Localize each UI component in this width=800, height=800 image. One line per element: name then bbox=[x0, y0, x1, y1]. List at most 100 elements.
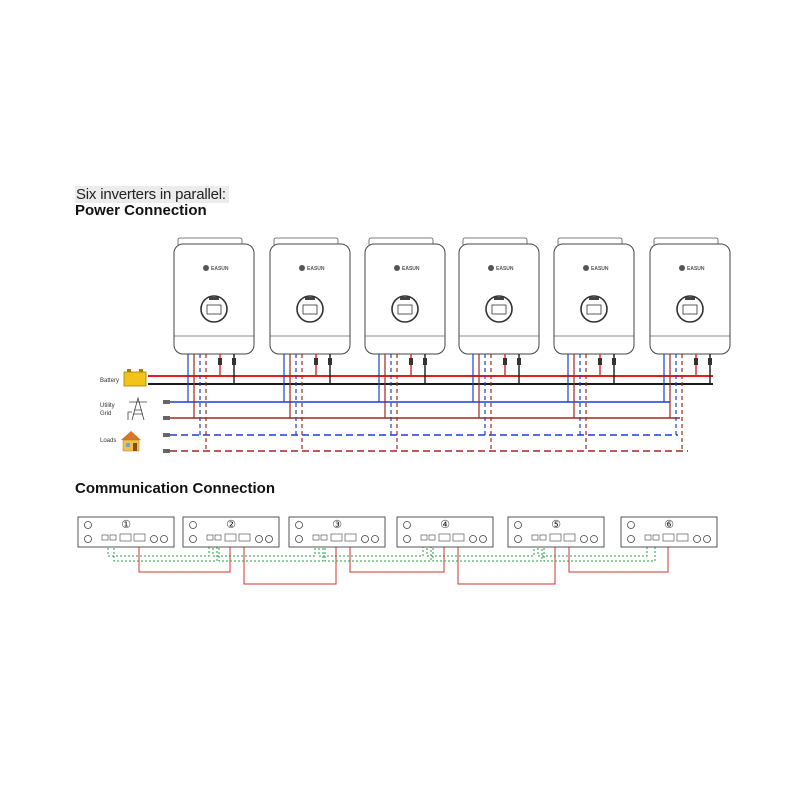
comm-panel bbox=[620, 516, 718, 548]
current-share-port-icon bbox=[652, 534, 660, 541]
port-circle-icon bbox=[580, 535, 588, 543]
utility-label-line2: Grid bbox=[100, 411, 111, 417]
communication-wires bbox=[107, 540, 669, 585]
comm-unit: ② bbox=[182, 516, 280, 548]
battery-terminal-icon bbox=[314, 358, 318, 365]
battery-terminal-icon bbox=[612, 358, 616, 365]
battery-terminal-icon bbox=[409, 358, 413, 365]
comm-panel bbox=[77, 516, 175, 548]
port-circle-icon bbox=[693, 535, 701, 543]
battery-terminal-icon bbox=[328, 358, 332, 365]
comm-unit-number: ③ bbox=[332, 518, 342, 531]
inverter-unit: EASUN bbox=[364, 237, 446, 355]
inverter-unit: EASUN bbox=[173, 237, 255, 355]
current-share-port-icon bbox=[539, 534, 547, 541]
inverter-lcd-screen bbox=[682, 304, 698, 315]
port-circle-icon bbox=[84, 521, 92, 529]
brand-logo-icon bbox=[583, 265, 589, 271]
parallel-port-icon bbox=[676, 533, 689, 542]
comm-panel bbox=[507, 516, 605, 548]
inverter-unit: EASUN bbox=[553, 237, 635, 355]
parallel-port-icon bbox=[662, 533, 675, 542]
loads-label: Loads bbox=[100, 438, 116, 444]
brand-logo-icon bbox=[679, 265, 685, 271]
current-share-port-icon bbox=[420, 534, 428, 541]
comm-unit: ⑥ bbox=[620, 516, 718, 548]
port-circle-icon bbox=[150, 535, 158, 543]
parallel-port-icon bbox=[452, 533, 465, 542]
comm-unit-number: ⑤ bbox=[551, 518, 561, 531]
current-share-port-icon bbox=[101, 534, 109, 541]
comm-unit-number: ② bbox=[226, 518, 236, 531]
comm-unit-number: ① bbox=[121, 518, 131, 531]
parallel-port-icon bbox=[238, 533, 251, 542]
inverter-brand-label: EASUN bbox=[496, 266, 514, 272]
port-circle-icon bbox=[627, 521, 635, 529]
utility-grid-icon bbox=[127, 396, 147, 421]
battery-terminal-icon bbox=[218, 358, 222, 365]
comm-panel bbox=[182, 516, 280, 548]
status-leds-icon bbox=[400, 297, 410, 300]
port-circle-icon bbox=[514, 535, 522, 543]
current-share-cable bbox=[113, 540, 218, 562]
battery-terminal-icon bbox=[423, 358, 427, 365]
port-circle-icon bbox=[627, 535, 635, 543]
inverter-brand-label: EASUN bbox=[402, 266, 420, 272]
port-circle-icon bbox=[703, 535, 711, 543]
port-circle-icon bbox=[403, 521, 411, 529]
port-circle-icon bbox=[295, 535, 303, 543]
power-buses bbox=[148, 375, 713, 452]
parallel-port-icon bbox=[119, 533, 132, 542]
port-circle-icon bbox=[84, 535, 92, 543]
inverter-lcd-screen bbox=[586, 304, 602, 315]
utility-n-plug-icon bbox=[163, 400, 170, 404]
current-share-cable bbox=[432, 540, 543, 562]
brand-logo-icon bbox=[394, 265, 400, 271]
status-leds-icon bbox=[685, 297, 695, 300]
inverter-unit: EASUN bbox=[458, 237, 540, 355]
current-share-cable bbox=[107, 540, 210, 557]
current-share-port-icon bbox=[531, 534, 539, 541]
battery-terminal-icon bbox=[708, 358, 712, 365]
brand-logo-icon bbox=[203, 265, 209, 271]
current-share-cable bbox=[543, 540, 656, 562]
current-share-cable bbox=[218, 540, 324, 562]
current-share-port-icon bbox=[206, 534, 214, 541]
inverter-lcd-screen bbox=[302, 304, 318, 315]
battery-label: Battery bbox=[100, 378, 119, 384]
port-circle-icon bbox=[160, 535, 168, 543]
parallel-port-icon bbox=[133, 533, 146, 542]
comm-unit-number: ④ bbox=[440, 518, 450, 531]
current-share-cable bbox=[537, 540, 648, 557]
parallel-port-icon bbox=[344, 533, 357, 542]
inverter-brand-label: EASUN bbox=[211, 266, 229, 272]
inverter-lcd-screen bbox=[491, 304, 507, 315]
utility-label-line1: Utility bbox=[100, 403, 115, 409]
port-circle-icon bbox=[479, 535, 487, 543]
parallel-port-icon bbox=[549, 533, 562, 542]
comm-unit: ⑤ bbox=[507, 516, 605, 548]
communication-units: ① ② ③ ④ ⑤ ⑥ bbox=[77, 516, 718, 548]
inverter-brand-label: EASUN bbox=[307, 266, 325, 272]
comm-panel bbox=[396, 516, 494, 548]
brand-logo-icon bbox=[488, 265, 494, 271]
communication-connection-heading: Communication Connection bbox=[75, 480, 275, 497]
battery-terminal-icon bbox=[503, 358, 507, 365]
port-circle-icon bbox=[361, 535, 369, 543]
port-circle-icon bbox=[189, 521, 197, 529]
current-share-port-icon bbox=[312, 534, 320, 541]
inverter-brand-label: EASUN bbox=[687, 266, 705, 272]
parallel-port-icon bbox=[438, 533, 451, 542]
inverter-unit: EASUN bbox=[649, 237, 731, 355]
comm-panel bbox=[288, 516, 386, 548]
port-circle-icon bbox=[189, 535, 197, 543]
current-share-cable bbox=[426, 540, 535, 557]
utility-l-plug-icon bbox=[163, 416, 170, 420]
comm-unit: ① bbox=[77, 516, 175, 548]
comm-unit: ④ bbox=[396, 516, 494, 548]
comm-unit-number: ⑥ bbox=[664, 518, 674, 531]
inverter-unit: EASUN bbox=[269, 237, 351, 355]
port-circle-icon bbox=[403, 535, 411, 543]
parallel-port-icon bbox=[563, 533, 576, 542]
